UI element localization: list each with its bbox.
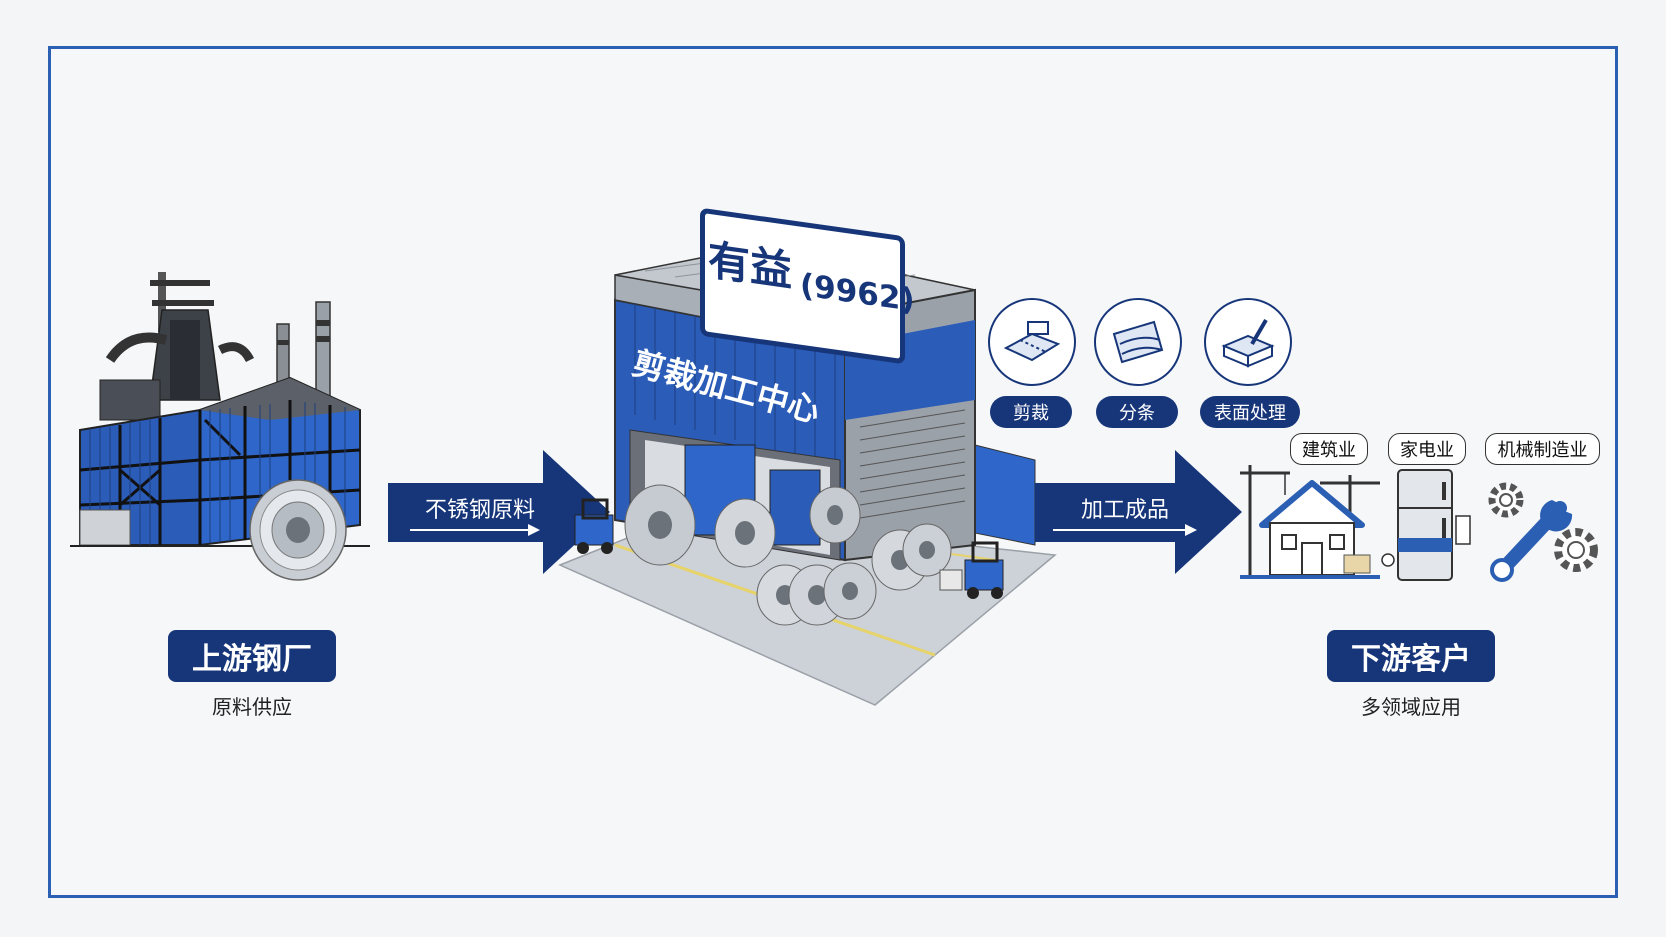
industry-tag-machinery: 机械制造业 [1485, 433, 1600, 465]
refrigerator-icon [1381, 469, 1471, 581]
process-icon-frame-1 [988, 298, 1076, 386]
process-icon-frame-2 [1094, 298, 1182, 386]
industry-tag-construction: 建筑业 [1290, 433, 1368, 465]
process-icon-frame-3 [1204, 298, 1292, 386]
flow-arrow-right [1035, 450, 1242, 574]
process-label-slitting: 分条 [1096, 396, 1178, 428]
sign-company-name: 有益 [708, 235, 793, 296]
steel-mill-illustration [70, 272, 370, 581]
process-label-surface: 表面处理 [1200, 396, 1300, 428]
upstream-subtitle: 原料供应 [212, 695, 292, 719]
downstream-title: 下游客户 [1327, 630, 1495, 682]
downstream-subtitle: 多领域应用 [1361, 695, 1461, 719]
wrench-gear-icon [1488, 482, 1598, 582]
industry-tag-appliance: 家电业 [1388, 433, 1466, 465]
slitting-icon [1112, 320, 1164, 364]
surface-treatment-icon [1221, 318, 1275, 368]
cutting-icon [1003, 321, 1061, 362]
arrow-right-label: 加工成品 [1080, 498, 1169, 523]
process-label-cutting: 剪裁 [990, 396, 1072, 428]
processing-center-illustration [558, 244, 1057, 706]
house-crane-icon [1240, 465, 1380, 579]
upstream-title: 上游钢厂 [168, 630, 336, 682]
arrow-left-label: 不锈钢原料 [424, 498, 535, 523]
flow-arrow-left [388, 450, 610, 574]
